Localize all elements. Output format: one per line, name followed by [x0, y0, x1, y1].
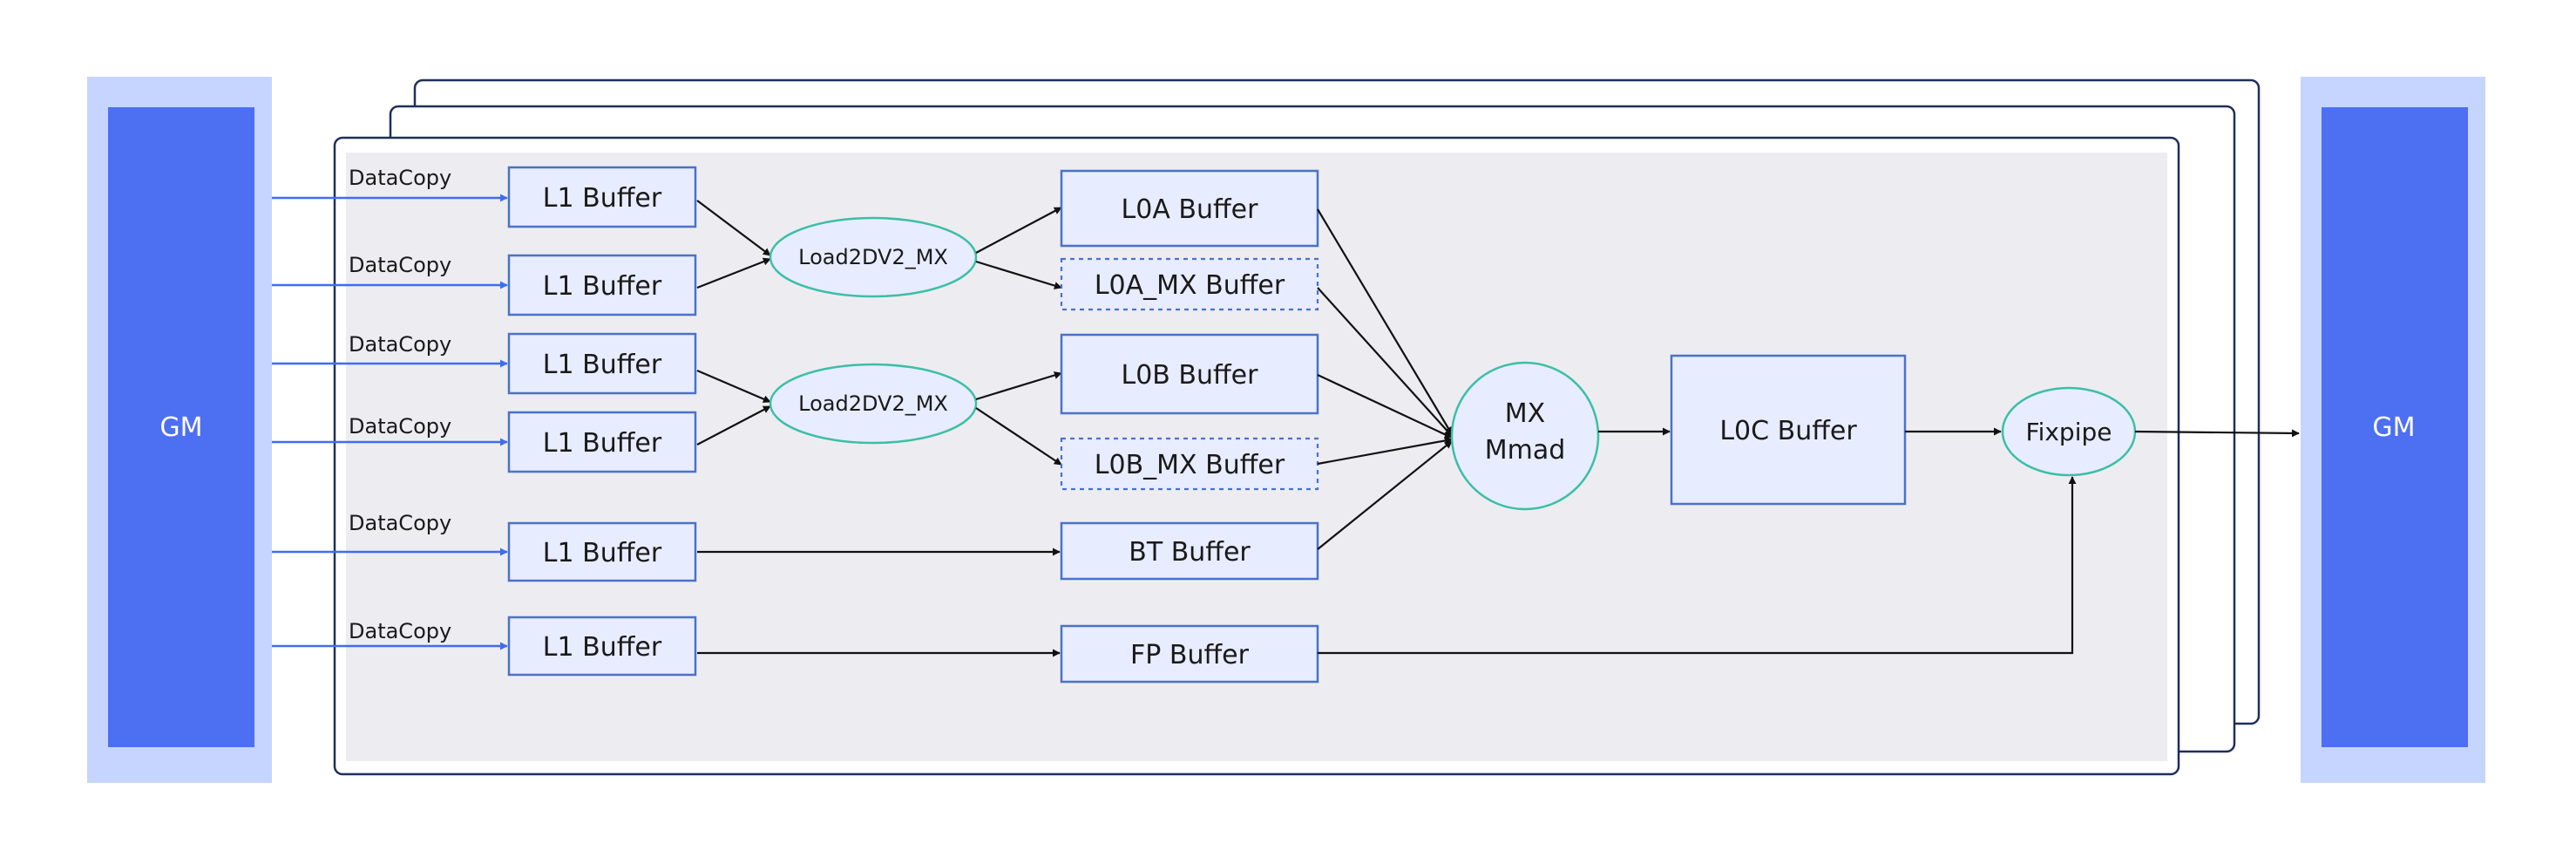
- datacopy-label-1: DataCopy: [349, 166, 451, 190]
- gm-left-label: GM: [159, 412, 202, 443]
- l1-buffer-label-3: L1 Buffer: [543, 350, 662, 380]
- l0c-buffer: L0C Buffer: [1670, 354, 1907, 506]
- fp-to-fixpipe-arrow: [1318, 476, 2077, 655]
- datacopy-label-3: DataCopy: [349, 332, 451, 357]
- l1-buffer-label-6: L1 Buffer: [543, 632, 662, 663]
- gm-right-label: GM: [2372, 412, 2415, 443]
- mmad-label-line2: Mmad: [1485, 435, 1566, 466]
- l0-buffers: L0A Buffer L0A_MX Buffer L0B Buffer L0B_…: [1060, 169, 1319, 684]
- l0-to-mmad-connectors: [1317, 208, 1453, 550]
- gm-left-block: GM: [87, 77, 272, 783]
- l1-buffer-label-5: L1 Buffer: [543, 538, 662, 568]
- l1-buffers: L1 Buffer L1 Buffer L1 Buffer L1 Buffer …: [507, 166, 697, 677]
- l0a-mx-buffer-box: [1060, 257, 1319, 311]
- l1-to-bt-fp-connectors: [697, 548, 1061, 657]
- fixpipe-to-gm-arrow: [2134, 429, 2300, 438]
- fixpipe-label: Fixpipe: [2026, 418, 2112, 446]
- l0a-buffer-box: [1060, 169, 1319, 248]
- l0b-buffer-label: L0B Buffer: [1122, 360, 1259, 391]
- fp-buffer-box: [1060, 624, 1319, 684]
- datacopy-labels: DataCopy DataCopy DataCopy DataCopy Data…: [349, 166, 451, 643]
- l0b-mx-buffer-label: L0B_MX Buffer: [1095, 450, 1285, 480]
- l0b-mx-buffer-box: [1060, 437, 1319, 491]
- datacopy-label-2: DataCopy: [349, 253, 451, 277]
- gm-right-block: GM: [2301, 77, 2485, 783]
- load-ellipses: Load2DV2_MX Load2DV2_MX: [769, 216, 978, 445]
- fixpipe-node: Fixpipe: [2001, 386, 2137, 477]
- datacopy-label-4: DataCopy: [349, 414, 451, 439]
- mmad-node: MX Mmad: [1450, 361, 1600, 511]
- bt-buffer-label: BT Buffer: [1129, 537, 1251, 568]
- datacopy-label-5: DataCopy: [349, 511, 451, 535]
- l1-buffer-box-2: [507, 254, 697, 316]
- l0c-buffer-box: [1670, 354, 1907, 506]
- load-to-l0-connectors: [975, 207, 1062, 466]
- load-ellipse-b: [769, 363, 978, 445]
- fp-buffer-label: FP Buffer: [1130, 640, 1250, 670]
- l1-buffer-box-1: [507, 166, 697, 228]
- l0b-buffer-box: [1060, 333, 1319, 415]
- l1-buffer-box-4: [507, 411, 697, 473]
- load-ellipse-a: [769, 216, 978, 298]
- l1-buffer-label-1: L1 Buffer: [543, 183, 662, 214]
- l0a-mx-buffer-label: L0A_MX Buffer: [1095, 270, 1285, 301]
- l0a-buffer-label: L0A Buffer: [1122, 194, 1259, 225]
- l0c-buffer-label: L0C Buffer: [1719, 416, 1857, 446]
- load-label-b: Load2DV2_MX: [798, 391, 948, 416]
- datacopy-arrows: [272, 194, 508, 650]
- l1-buffer-box-3: [507, 332, 697, 395]
- l1-buffer-box-6: [507, 616, 697, 677]
- load-label-a: Load2DV2_MX: [798, 245, 948, 269]
- l1-to-load-connectors: [696, 200, 771, 446]
- bt-buffer-box: [1060, 521, 1319, 581]
- l1-buffer-label-2: L1 Buffer: [543, 271, 662, 302]
- l1-buffer-label-4: L1 Buffer: [543, 428, 662, 459]
- mmad-label-line1: MX: [1505, 398, 1545, 429]
- l1-buffer-box-5: [507, 521, 697, 582]
- datacopy-label-6: DataCopy: [349, 619, 451, 643]
